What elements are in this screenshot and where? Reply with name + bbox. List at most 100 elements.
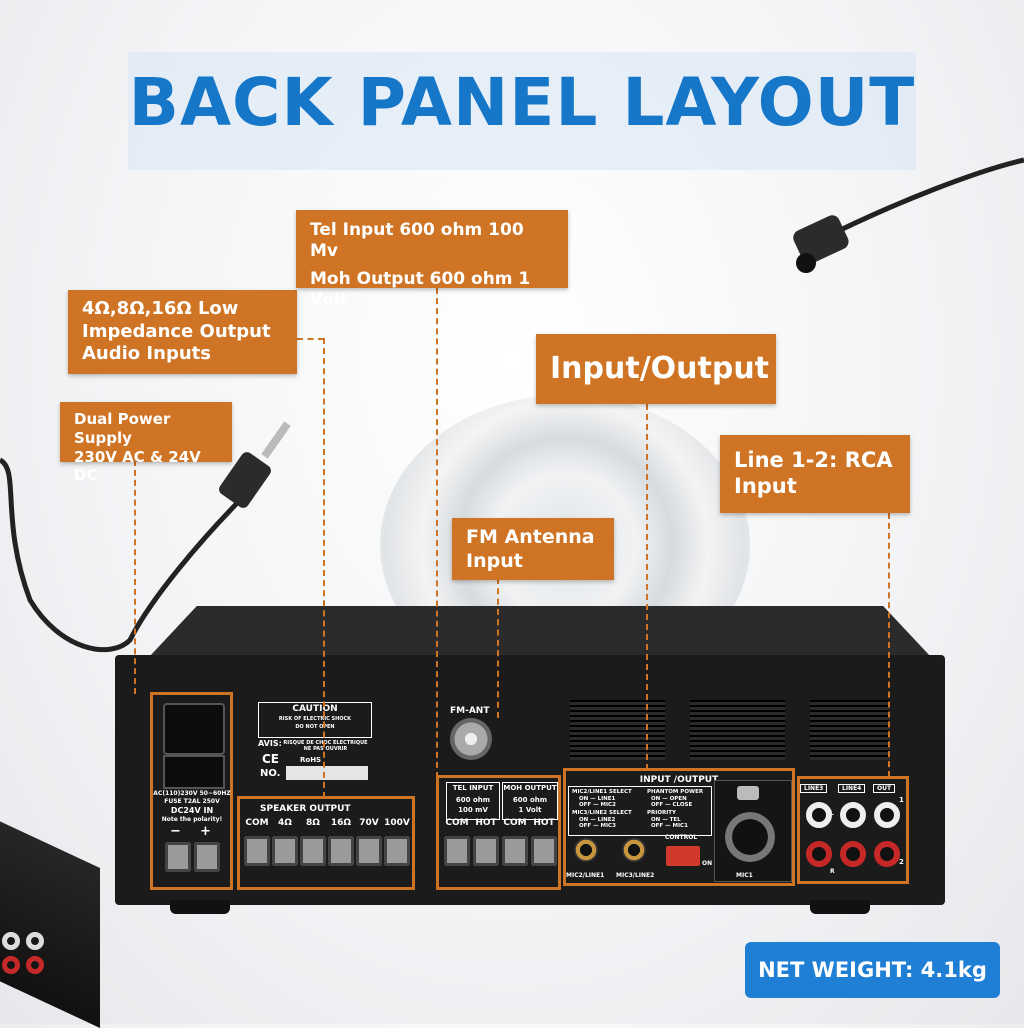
- dip-on-label: ON: [702, 860, 713, 867]
- dc-terminal-plus[interactable]: [194, 842, 220, 872]
- dip-switch[interactable]: [666, 846, 700, 866]
- line4-label: LINE4: [838, 784, 866, 793]
- speaker-terminal[interactable]: [244, 836, 270, 866]
- speaker-terminal[interactable]: [384, 836, 410, 866]
- caution-sub1: RISK OF ELECTRIC SHOCK: [278, 716, 352, 722]
- callout-fm-line2: Input: [466, 549, 523, 572]
- tel-input-panel: TEL INPUT 600 ohm 100 mV: [446, 782, 500, 820]
- mic1-label: MIC1: [736, 872, 753, 879]
- mic3-line2-jack[interactable]: [622, 838, 646, 862]
- sel2b: OFF — MIC3: [579, 823, 616, 829]
- secondary-amp-rca: [0, 930, 70, 980]
- page-title: BACK PANEL LAYOUT: [128, 64, 916, 141]
- control-label: CONTROL: [665, 834, 698, 841]
- mic3-line2-label: MIC3/LINE2: [616, 872, 655, 879]
- fm-antenna-jack[interactable]: [450, 718, 492, 760]
- callout-speaker: 4Ω,8Ω,16Ω Low Impedance Output Audio Inp…: [68, 290, 297, 374]
- tel-label: COM: [445, 818, 469, 828]
- priority-a: ON — TEL: [651, 817, 681, 823]
- dc-in-label: DC24V IN: [170, 806, 214, 815]
- tel-terminal[interactable]: [502, 836, 528, 866]
- callout-power-line2: 230V AC & 24V DC: [74, 447, 201, 485]
- io-box: [563, 768, 795, 886]
- leader-line: [134, 460, 136, 694]
- rca-out2[interactable]: [874, 841, 900, 867]
- vent: [810, 700, 890, 760]
- rca-line3-r[interactable]: [806, 841, 832, 867]
- rca-line3-l[interactable]: [806, 802, 832, 828]
- sel2-label: MIC3/LINE2 SELECT: [572, 810, 632, 816]
- rca-out1[interactable]: [874, 802, 900, 828]
- callout-tel: Tel Input 600 ohm 100 Mv Moh Output 600 …: [296, 210, 568, 310]
- net-weight-badge: NET WEIGHT: 4.1kg: [745, 942, 1000, 998]
- callout-io-label: Input/Output: [550, 351, 770, 386]
- priority-label: PRIORITY: [647, 810, 677, 816]
- callout-fm-line1: FM Antenna: [466, 526, 595, 548]
- speaker-terminal[interactable]: [328, 836, 354, 866]
- phantom-b: OFF — CLOSE: [651, 802, 693, 808]
- speaker-label: 8Ω: [306, 818, 320, 828]
- callout-line-line1: Line 1-2: RCA: [734, 448, 893, 472]
- fuse-holder[interactable]: [163, 755, 225, 789]
- tel-label: HOT: [475, 818, 497, 828]
- speaker-label: 16Ω: [330, 818, 352, 828]
- leader-line: [297, 338, 324, 340]
- mic2-line1-jack[interactable]: [574, 838, 598, 862]
- tel-moh-box: [436, 775, 561, 890]
- leader-line: [497, 578, 499, 718]
- rca-line4-l[interactable]: [840, 802, 866, 828]
- dc-terminal-minus[interactable]: [165, 842, 191, 872]
- vent: [690, 700, 785, 760]
- callout-power: Dual Power Supply 230V AC & 24V DC: [60, 402, 232, 484]
- tel-spec1: 600 ohm: [455, 796, 491, 804]
- title-banner: [128, 52, 916, 170]
- serial-plate: [286, 766, 368, 780]
- amplifier-back-panel: [115, 655, 945, 905]
- leader-line: [323, 338, 325, 798]
- fuse-label: FUSE T2AL 250V: [164, 798, 220, 805]
- iec-power-socket[interactable]: [163, 703, 225, 755]
- speaker-terminal[interactable]: [300, 836, 326, 866]
- tel-terminal[interactable]: [473, 836, 499, 866]
- io-title: INPUT /OUTPUT: [639, 775, 719, 785]
- rca-line4-r[interactable]: [840, 841, 866, 867]
- leader-line: [436, 288, 438, 778]
- speaker-output-box: [237, 796, 415, 890]
- speaker-output-label: SPEAKER OUTPUT: [260, 804, 351, 814]
- speaker-terminal[interactable]: [356, 836, 382, 866]
- sel2a: ON — LINE2: [579, 817, 616, 823]
- leader-line: [888, 513, 890, 777]
- speaker-terminal[interactable]: [272, 836, 298, 866]
- speaker-label: COM: [245, 818, 269, 828]
- tel-terminal[interactable]: [444, 836, 470, 866]
- plus-label: +: [200, 824, 211, 839]
- serial-label: NO.: [260, 768, 281, 779]
- mic1-xlr-jack[interactable]: [725, 812, 775, 862]
- mic2-line1-label: MIC2/LINE1: [566, 872, 605, 879]
- ce-mark: CE: [262, 752, 280, 766]
- callout-speaker-line1: 4Ω,8Ω,16Ω Low: [82, 298, 239, 319]
- moh-spec1: 600 ohm: [512, 796, 548, 804]
- tel-terminal[interactable]: [531, 836, 557, 866]
- vent: [570, 700, 665, 760]
- callout-line-line2: Input: [734, 474, 797, 499]
- speaker-label: 70V: [359, 818, 379, 828]
- speaker-label: 4Ω: [278, 818, 292, 828]
- ac-label: AC(110)230V 50~60HZ: [153, 790, 231, 797]
- fm-ant-label: FM-ANT: [450, 706, 490, 716]
- xlr-latch[interactable]: [737, 786, 759, 800]
- tel-spec2: 100 mV: [458, 806, 488, 814]
- rohs-mark: RoHS: [300, 756, 322, 764]
- power-section-box: [150, 692, 233, 890]
- caution-title: CAUTION: [292, 704, 338, 714]
- moh-output-panel: MOH OUTPUT 600 ohm 1 Volt: [502, 782, 558, 820]
- caution-label: CAUTION RISK OF ELECTRIC SHOCK DO NOT OP…: [258, 702, 372, 738]
- callout-tel-line1: Tel Input 600 ohm 100 Mv: [310, 220, 524, 262]
- amplifier-feet: [170, 900, 230, 914]
- callout-power-line1: Dual Power Supply: [74, 410, 171, 447]
- sel1a: ON — LINE1: [579, 796, 616, 802]
- rca-box: [797, 776, 909, 884]
- amplifier-feet: [810, 900, 870, 914]
